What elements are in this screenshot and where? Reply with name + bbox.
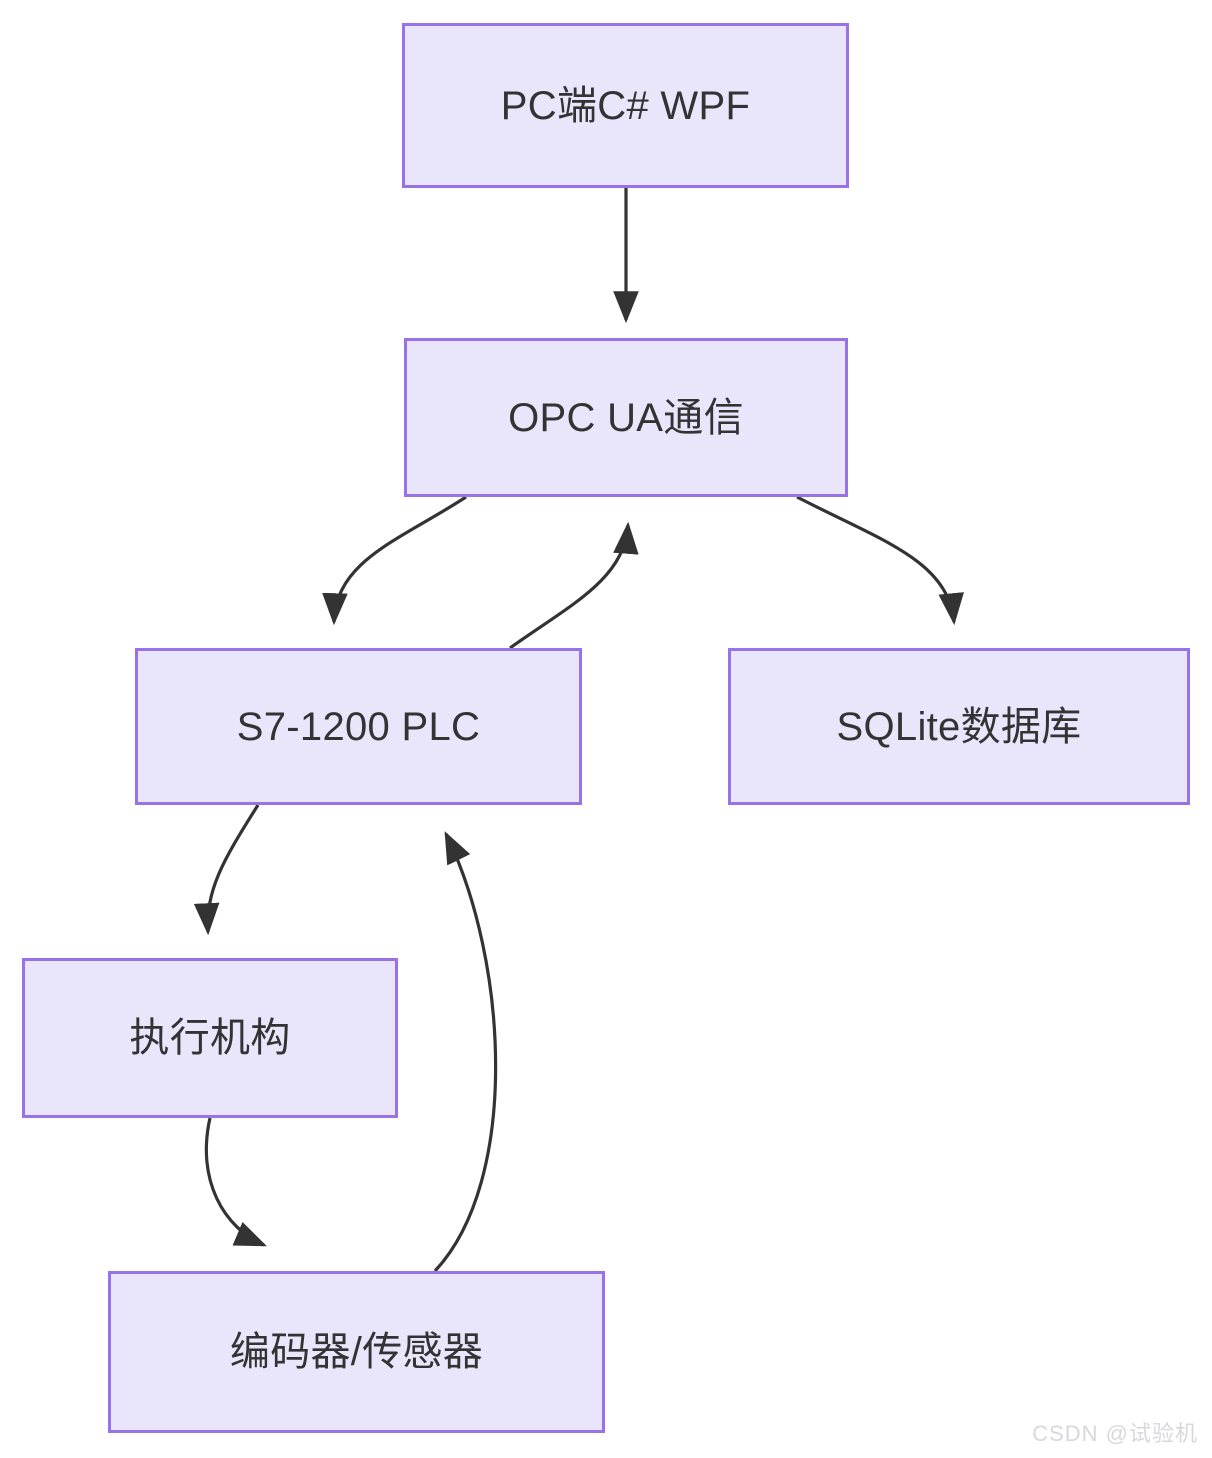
edge-opc-to-sqlite [796,495,964,626]
node-sensor-label: 编码器/传感器 [229,1330,484,1374]
node-opc-label: OPC UA通信 [508,395,744,440]
node-opc[interactable]: OPC UA通信 [404,338,848,497]
edge-actuator-to-sensor [204,1117,267,1247]
edge-sensor-to-plc [433,831,498,1273]
edge-plc-to-opc [509,521,639,650]
node-pc-label: PC端C# WPF [500,83,751,128]
node-pc[interactable]: PC端C# WPF [402,23,849,188]
node-plc[interactable]: S7-1200 PLC [135,648,582,805]
node-actuator-label: 执行机构 [129,1016,291,1060]
node-plc-label: S7-1200 PLC [236,704,481,749]
csdn-watermark: CSDN @试验机 [1032,1421,1198,1446]
node-actuator[interactable]: 执行机构 [22,958,398,1118]
edge-plc-to-actuator [193,804,260,936]
edge-opc-to-plc [322,495,467,626]
node-sqlite[interactable]: SQLite数据库 [728,648,1190,805]
node-sqlite-label: SQLite数据库 [836,704,1082,749]
node-sensor[interactable]: 编码器/传感器 [108,1271,605,1433]
